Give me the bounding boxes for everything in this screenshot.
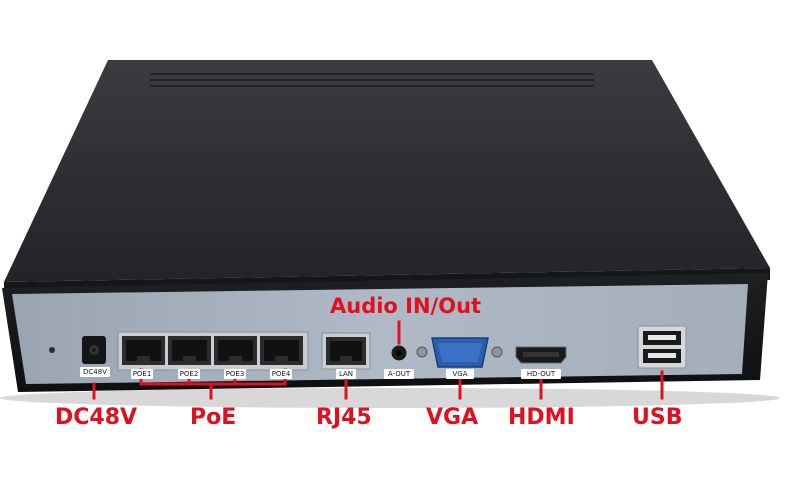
silk-poe2: POE2	[178, 369, 200, 379]
floor-shadow	[0, 388, 780, 408]
silk-a-out: A-OUT	[384, 369, 414, 379]
poe-port-1	[122, 336, 165, 365]
label-poe: PoE	[190, 405, 237, 430]
usb-ports	[637, 325, 687, 369]
silk-poe3: POE3	[224, 369, 246, 379]
silk-dc48v: DC48V	[80, 367, 110, 377]
silk-lan: LAN	[336, 369, 356, 379]
poe-port-4	[260, 336, 303, 365]
label-vga: VGA	[426, 405, 479, 430]
silk-poe1: POE1	[131, 369, 153, 379]
hdmi-connector	[515, 346, 567, 364]
label-usb: USB	[632, 405, 683, 430]
poe-port-3	[214, 336, 257, 365]
label-hdmi: HDMI	[508, 405, 575, 430]
poe-port-2	[168, 336, 211, 365]
ground-screw	[49, 347, 55, 353]
label-rj45: RJ45	[316, 405, 372, 430]
label-audio-in-out: Audio IN/Out	[330, 294, 482, 318]
silk-vga: VGA	[446, 369, 474, 379]
vga-connector	[416, 337, 503, 368]
silk-hd-out: HD-OUT	[521, 369, 561, 379]
poe-port-block	[117, 331, 309, 371]
audio-jack	[391, 345, 407, 361]
lan-port	[321, 332, 371, 370]
chassis-top	[4, 60, 770, 282]
silk-poe4: POE4	[270, 369, 292, 379]
dc-jack	[82, 336, 106, 364]
top-ridges	[150, 73, 594, 87]
label-dc48v: DC48V	[55, 405, 138, 430]
